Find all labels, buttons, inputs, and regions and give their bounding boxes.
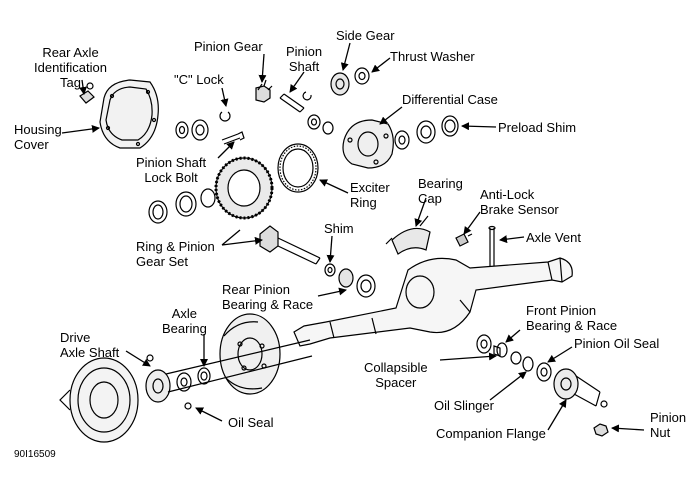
ring-gear bbox=[214, 156, 274, 220]
label-shim: Shim bbox=[324, 221, 354, 236]
bearing-cap bbox=[385, 215, 431, 255]
housing-cover bbox=[99, 79, 159, 149]
label-pinion-shaft-lock-bolt: Pinion Shaft Lock Bolt bbox=[136, 155, 207, 185]
thrust-washer bbox=[354, 67, 370, 85]
exciter-ring bbox=[277, 143, 319, 193]
carrier-bearing-parts-right bbox=[394, 115, 459, 150]
label-collapsible-spacer: Collapsible Spacer bbox=[364, 360, 428, 390]
collapsible-spacer bbox=[493, 345, 501, 357]
label-drive-axle-shaft: Drive Axle Shaft bbox=[60, 330, 120, 360]
label-pinion-nut: Pinion Nut bbox=[650, 410, 687, 440]
label-exciter-ring: Exciter Ring bbox=[350, 180, 390, 210]
axle-bearing bbox=[197, 367, 211, 385]
label-differential-case: Differential Case bbox=[402, 92, 498, 107]
brake-drum bbox=[59, 357, 139, 443]
side-gear-lower bbox=[307, 114, 334, 135]
carrier-bearing-parts-left bbox=[175, 119, 209, 141]
label-anti-lock-brake-sensor: Anti-Lock Brake Sensor bbox=[480, 187, 559, 217]
label-housing-cover: Housing Cover bbox=[14, 122, 62, 152]
pinion-gear bbox=[255, 79, 273, 103]
label-pinion-shaft: Pinion Shaft bbox=[286, 44, 323, 74]
differential-case bbox=[342, 119, 394, 169]
label-axle-bearing: Axle Bearing bbox=[162, 306, 207, 336]
rear-pinion-bearing bbox=[338, 268, 376, 298]
label-pinion-gear: Pinion Gear bbox=[194, 39, 263, 54]
c-lock-small bbox=[302, 91, 312, 101]
abs-sensor bbox=[455, 233, 473, 247]
label-oil-slinger: Oil Slinger bbox=[434, 398, 494, 413]
label-pinion-oil-seal: Pinion Oil Seal bbox=[574, 336, 660, 351]
pinion-nut bbox=[593, 423, 609, 437]
figure-code: 90I16509 bbox=[14, 449, 56, 460]
companion-flange bbox=[553, 368, 608, 408]
pinion-oil-seal-part bbox=[536, 362, 552, 382]
leader-lines bbox=[61, 42, 645, 433]
label-bearing-cap: Bearing Cap bbox=[418, 176, 463, 206]
drive-axle-shaft bbox=[145, 339, 313, 403]
label-rear-pinion-bearing-race: Rear Pinion Bearing & Race bbox=[222, 282, 314, 312]
shim-part bbox=[324, 263, 336, 277]
drive-pinion bbox=[259, 225, 321, 265]
label-front-pinion-bearing-race: Front Pinion Bearing & Race bbox=[526, 303, 618, 333]
carrier-bearing-races bbox=[148, 188, 216, 224]
label-axle-vent: Axle Vent bbox=[526, 230, 581, 245]
pinion-shaft bbox=[279, 93, 305, 113]
label-thrust-washer: Thrust Washer bbox=[390, 49, 475, 64]
label-side-gear: Side Gear bbox=[336, 28, 395, 43]
axle-housing bbox=[293, 257, 573, 347]
label-companion-flange: Companion Flange bbox=[436, 426, 546, 441]
c-lock bbox=[219, 111, 231, 122]
axle-oil-seal bbox=[176, 372, 192, 410]
label-ring-pinion-gear-set: Ring & Pinion Gear Set bbox=[136, 239, 215, 269]
label-rear-axle-identification-tag: Rear Axle Identification Tag bbox=[34, 45, 107, 90]
label-c-lock: "C" Lock bbox=[174, 72, 224, 87]
oil-slinger bbox=[522, 356, 534, 372]
front-pinion-bearing bbox=[476, 334, 522, 365]
label-oil-seal: Oil Seal bbox=[228, 415, 274, 430]
label-preload-shim: Preload Shim bbox=[498, 120, 577, 135]
side-gear bbox=[330, 72, 350, 96]
